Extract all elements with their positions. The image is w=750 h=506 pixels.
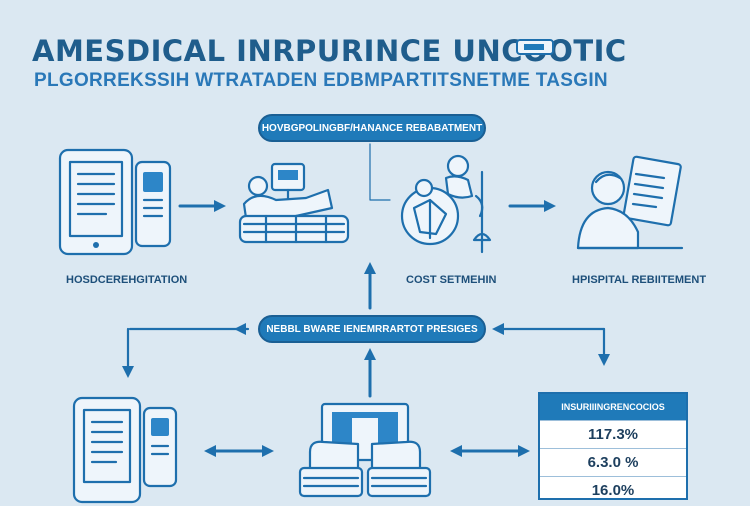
tablet-document-icon [58, 148, 172, 256]
arrow-up-icon [364, 348, 376, 398]
caption-cost: COST SETMEHIN [406, 274, 497, 286]
arrow-up-icon [364, 262, 376, 310]
top-process-pill: HOVBGPOLINGBF/HANANCE REBABATMENT [258, 114, 486, 142]
double-arrow-icon [450, 445, 530, 457]
table-row: 16.0% [540, 476, 686, 504]
arrow-left-icon [492, 323, 504, 335]
page-subtitle: PLGORREKSSIH WTRATADEN EDBMPARTITSNETME … [34, 70, 608, 91]
table-row: 6.3.0 % [540, 448, 686, 476]
connector-line [369, 143, 391, 201]
caption-reimbursement: HPISPITAL REBIITEMENT [572, 274, 707, 286]
table-row: 117.3% [540, 420, 686, 448]
caption-hospitalization: HOSDCEREHGITATION [66, 274, 188, 286]
arrow-left-icon [234, 323, 246, 335]
reading-document-icon [576, 155, 684, 250]
connector-arrow-left [122, 327, 250, 378]
arrow-right-icon [178, 200, 226, 212]
connector-arrow-right [494, 327, 610, 366]
patient-bed-icon [238, 162, 350, 244]
middle-process-pill: NEBBL BWARE IENEMRRARTOT PRESIGES [258, 315, 486, 343]
hospital-ward-icon [298, 402, 432, 498]
double-arrow-icon [204, 445, 274, 457]
arrow-right-icon [508, 200, 556, 212]
doctor-care-icon [400, 154, 492, 254]
table-header: INSURIIINGRENCOCIOS [540, 394, 686, 420]
badge-icon [516, 39, 554, 55]
insurance-rates-table: INSURIIINGRENCOCIOS 117.3% 6.3.0 % 16.0% [538, 392, 688, 500]
tablet-document-icon [72, 396, 178, 504]
